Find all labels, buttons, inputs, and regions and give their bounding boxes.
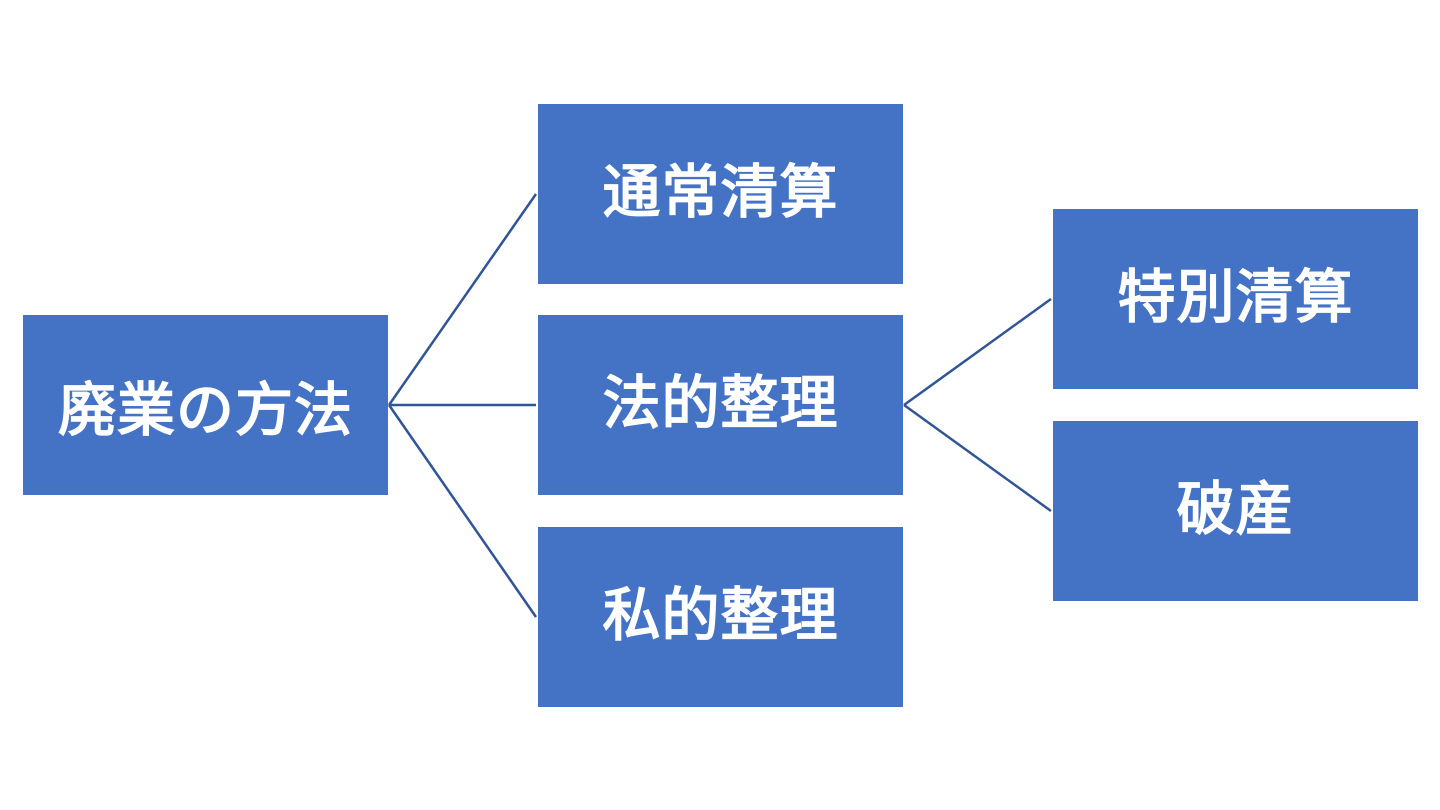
node-bankruptcy: 破産 [1053, 421, 1418, 601]
node-legal-arrangement-label: 法的整理 [602, 369, 839, 437]
node-private-arrangement-label: 私的整理 [602, 581, 839, 649]
connector-legal-to-bankruptcy [903, 403, 1052, 513]
node-root: 廃業の方法 [23, 315, 388, 495]
node-private-arrangement: 私的整理 [538, 527, 903, 707]
node-legal-arrangement: 法的整理 [538, 315, 903, 495]
node-normal-liquidation-label: 通常清算 [602, 158, 839, 226]
connector-root-to-private [387, 404, 538, 618]
node-special-liquidation-label: 特別清算 [1117, 263, 1354, 331]
connector-legal-to-special [903, 297, 1052, 407]
node-root-label: 廃業の方法 [57, 376, 353, 444]
node-special-liquidation: 特別清算 [1053, 209, 1418, 389]
node-bankruptcy-label: 破産 [1176, 475, 1295, 543]
connector-root-to-normal [387, 193, 538, 406]
node-normal-liquidation: 通常清算 [538, 104, 903, 284]
